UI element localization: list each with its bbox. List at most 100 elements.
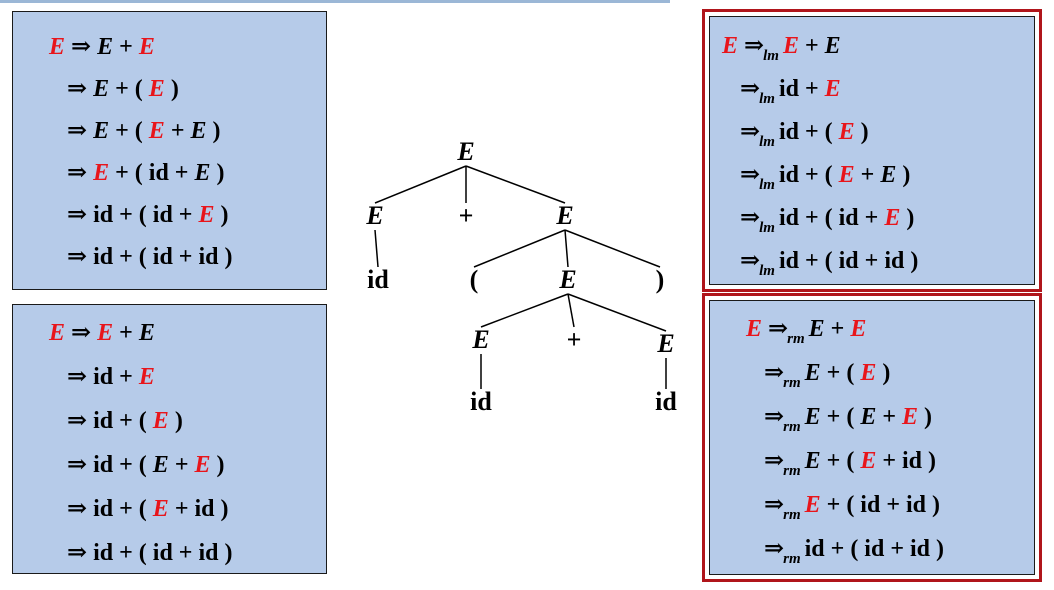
derivation-token: ⇒ (740, 119, 761, 145)
derivation-subscript: rm (783, 463, 801, 479)
highlighted-nonterminal: E (138, 34, 155, 60)
derivation-subscript: rm (787, 331, 805, 347)
tree-node-l1-left: E (366, 201, 384, 230)
derivation-token: + (854, 162, 881, 188)
derivation-token: + ( id + id ) (820, 492, 941, 518)
derivation-token: E (97, 34, 114, 60)
derivation-token: id + ( (778, 119, 839, 145)
tree-node-l1-plus: + (458, 201, 474, 230)
derivation-step: ⇒ id + ( E + E ) (67, 450, 225, 480)
derivation-token: + (876, 404, 903, 430)
derivation-token: ⇒ (764, 536, 785, 562)
derivation-token: id + ( (778, 162, 839, 188)
derivation-token: + ( (820, 360, 861, 386)
derivation-subscript: lm (759, 91, 775, 107)
derivation-step: ⇒ id + ( E + id ) (67, 494, 229, 524)
derivation-token: ⇒ (67, 76, 94, 102)
derivation-token: ⇒ (67, 118, 94, 144)
highlighted-nonterminal: E (902, 404, 919, 430)
highlighted-nonterminal: E (138, 364, 155, 390)
derivation-token: E (808, 316, 825, 342)
derivation-token: ⇒ (740, 162, 761, 188)
derivation-step: ⇒ E + ( E ) (67, 74, 179, 104)
derivation-token: ⇒ id + ( (67, 496, 153, 522)
derivation-step: ⇒ id + ( id + id ) (67, 242, 233, 272)
highlighted-nonterminal: E (850, 316, 867, 342)
derivation-token: E (194, 160, 211, 186)
derivation-token: + ( (820, 448, 861, 474)
derivation-step: ⇒ E + ( E + E ) (67, 116, 221, 146)
highlighted-nonterminal: E (152, 496, 169, 522)
derivation-subscript: lm (759, 177, 775, 193)
tree-node-l3-right-id: id (655, 387, 677, 416)
derivation-token: ) (896, 162, 911, 188)
tree-edge (473, 229, 566, 268)
derivation-token: ⇒ (764, 448, 785, 474)
derivation-token: ⇒ (740, 76, 761, 102)
highlighted-nonterminal: E (782, 33, 799, 59)
derivation-token: ) (164, 76, 179, 102)
derivation-subscript: rm (783, 419, 801, 435)
derivation-token: id + ( id + id ) (804, 536, 945, 562)
derivation-subscript: lm (763, 48, 779, 64)
derivation-token: ⇒ (764, 404, 785, 430)
derivation-token: id + (778, 76, 825, 102)
derivation-step: E ⇒ E + E (49, 32, 155, 62)
derivation-token: ⇒ id + ( id + id ) (67, 540, 233, 566)
derivation-token: ⇒ (764, 492, 785, 518)
derivation-token: + (164, 118, 191, 144)
derivation-token: ⇒ id + (67, 364, 139, 390)
derivation-token: + (113, 34, 139, 60)
derivation-token: E (190, 118, 207, 144)
derivation-token: + ( (109, 118, 149, 144)
derivation-token: E (93, 76, 110, 102)
highlighted-nonterminal: E (722, 33, 739, 59)
derivation-step: ⇒ id + ( id + id ) (67, 538, 233, 568)
derivation-token: E (138, 320, 155, 346)
derivation-token: E (804, 404, 821, 430)
tree-edge (567, 293, 667, 332)
derivation-token: + id ) (876, 448, 937, 474)
derivation-box-bottom-left: E ⇒ E + E⇒ id + E⇒ id + ( E )⇒ id + ( E … (12, 304, 327, 574)
highlighted-nonterminal: E (97, 320, 114, 346)
highlighted-nonterminal: E (49, 34, 66, 60)
derivation-token: ⇒ (764, 360, 785, 386)
derivation-token: E (824, 33, 841, 59)
derivation-token: ) (210, 452, 225, 478)
derivation-token: ⇒ (762, 316, 789, 342)
derivation-token: E (804, 360, 821, 386)
derivation-token: ⇒ (67, 160, 94, 186)
derivation-token: id + ( id + id ) (778, 248, 919, 274)
tree-edge (567, 293, 575, 328)
tree-node-l3-left: E (472, 325, 490, 354)
tree-edge (374, 165, 467, 204)
tree-node-l2-lparen: ( (469, 265, 479, 294)
derivation-token: + (824, 316, 851, 342)
tree-edge (564, 229, 569, 268)
highlighted-nonterminal: E (860, 360, 877, 386)
derivation-token: ) (900, 205, 915, 231)
highlighted-nonterminal: E (838, 162, 855, 188)
derivation-token: + (113, 320, 139, 346)
derivation-token: + (168, 452, 195, 478)
derivation-step: ⇒ id + E (67, 362, 155, 392)
highlighted-nonterminal: E (860, 448, 877, 474)
highlighted-nonterminal: E (152, 408, 169, 434)
leftmost-derivation-frame (702, 9, 1042, 292)
derivation-token: ) (854, 119, 869, 145)
highlighted-nonterminal: E (148, 76, 165, 102)
derivation-step: ⇒ id + ( id + E ) (67, 200, 229, 230)
highlighted-nonterminal: E (93, 160, 110, 186)
rightmost-derivation-frame (702, 293, 1042, 582)
derivation-token: + id ) (168, 496, 229, 522)
